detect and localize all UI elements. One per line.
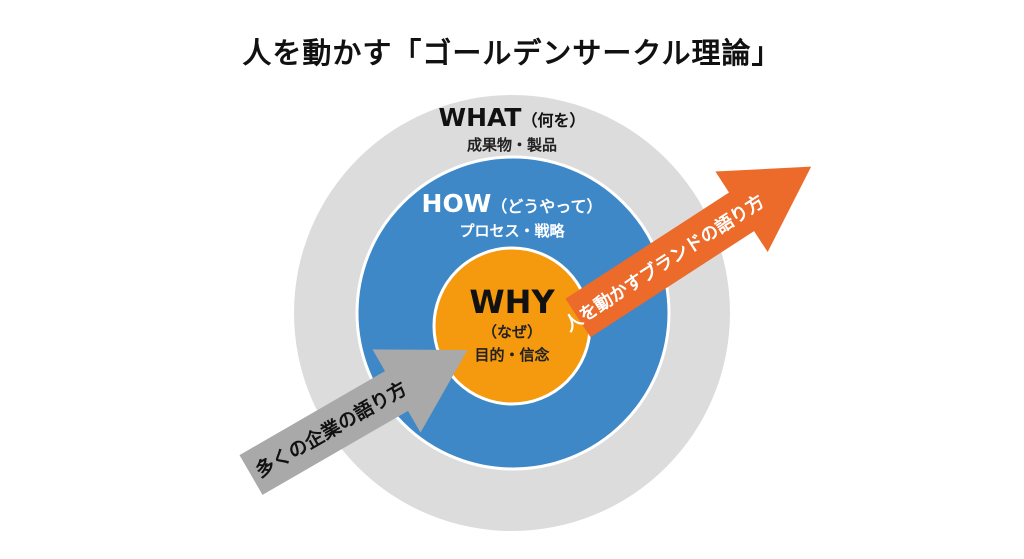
what-heading: WHAT: [439, 103, 522, 132]
svg-text:WHAT（何を）: WHAT（何を）: [439, 103, 586, 132]
how-heading: HOW: [422, 189, 492, 218]
how-sub: （どうやって）: [491, 197, 602, 216]
svg-text:HOW（どうやって）: HOW（どうやって）: [422, 189, 603, 218]
why-desc: 目的・信念: [474, 346, 549, 364]
why-heading: WHY: [469, 283, 555, 321]
how-desc: プロセス・戦略: [459, 222, 565, 240]
diagram-title: 人を動かす「ゴールデンサークル理論」: [242, 36, 782, 70]
why-sub: （なぜ）: [482, 323, 542, 341]
what-sub: （何を）: [521, 111, 585, 130]
what-desc: 成果物・製品: [467, 136, 557, 154]
